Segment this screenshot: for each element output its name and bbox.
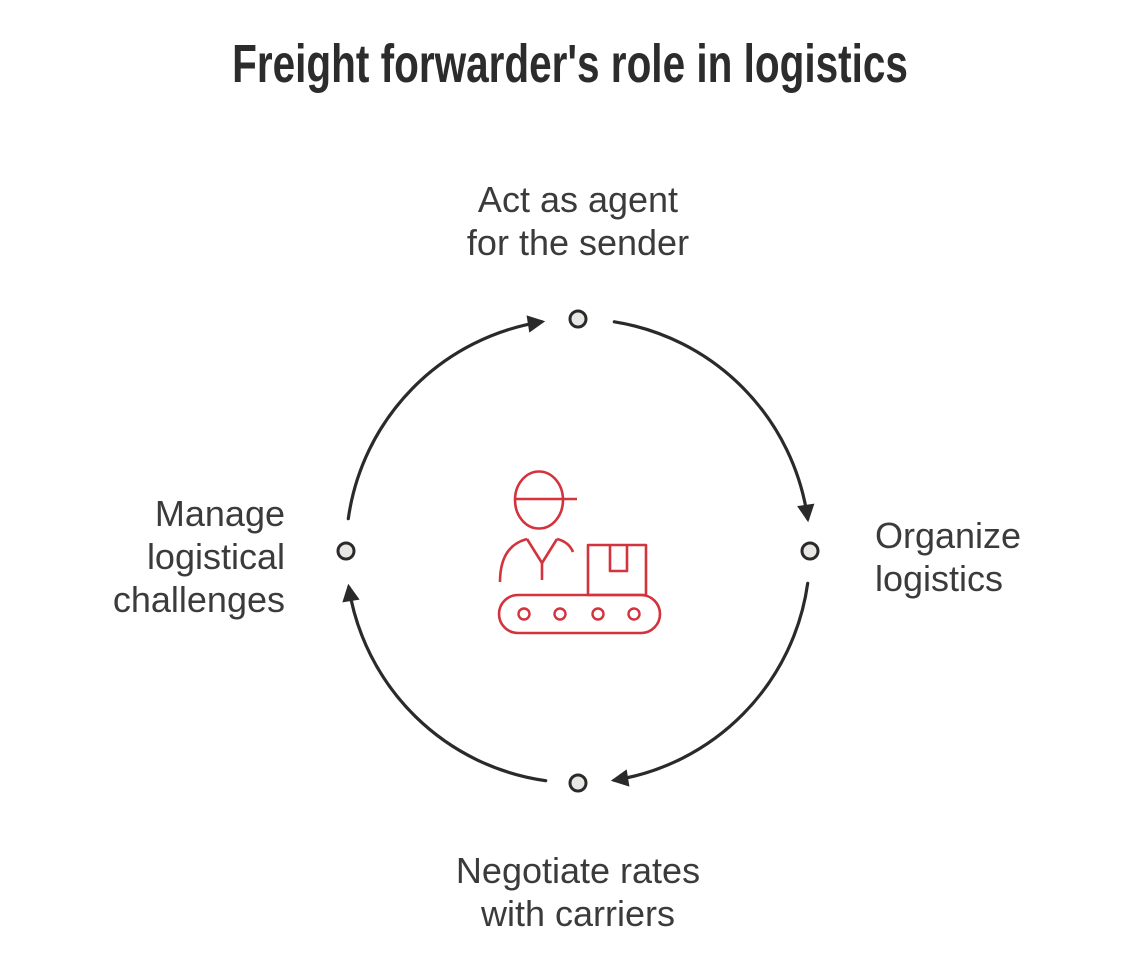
worker-right-shoulder bbox=[556, 537, 575, 553]
arrow-bottom-to-left bbox=[342, 583, 548, 783]
conveyor-roller bbox=[591, 607, 605, 621]
worker-conveyor-icon bbox=[497, 470, 662, 635]
node-dot-right bbox=[800, 541, 820, 561]
node-label-left: Manage logistical challenges bbox=[112, 493, 285, 620]
conveyor-belt bbox=[497, 593, 662, 635]
arrow-left-to-top bbox=[346, 315, 546, 521]
node-dot-bottom bbox=[568, 773, 588, 793]
cycle-arrows bbox=[342, 315, 815, 787]
node-label-bottom: Negotiate rates with carriers bbox=[455, 850, 701, 934]
conveyor-roller bbox=[553, 607, 567, 621]
conveyor-rollers bbox=[517, 607, 641, 621]
conveyor-roller bbox=[627, 607, 641, 621]
arrow-right-to-bottom bbox=[610, 581, 810, 787]
worker-collar bbox=[525, 538, 559, 565]
page-title: Freight forwarder's role in logistics bbox=[232, 34, 908, 94]
arrow-top-to-right bbox=[612, 320, 815, 523]
node-label-right: Organize logistics bbox=[875, 515, 1022, 599]
node-dot-top bbox=[568, 309, 588, 329]
node-label-top: Act as agent for the sender bbox=[466, 179, 690, 263]
cargo-box-flap bbox=[608, 545, 629, 573]
worker-left-shoulder bbox=[498, 537, 528, 583]
conveyor-roller bbox=[517, 607, 531, 621]
node-dots bbox=[336, 309, 820, 793]
node-dot-left bbox=[336, 541, 356, 561]
